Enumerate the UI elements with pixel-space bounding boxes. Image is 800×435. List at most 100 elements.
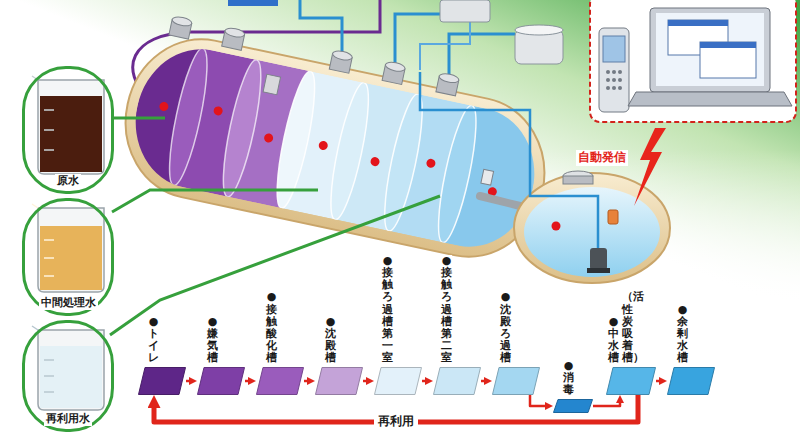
outlet-fitting (481, 169, 494, 185)
chamber-wall (431, 103, 484, 245)
marker-dot (370, 156, 381, 167)
laptop-base (628, 92, 792, 106)
mobile-phone (599, 28, 629, 112)
label-columns: ●沈殿ろ過槽 (492, 291, 511, 364)
phone-key (606, 86, 610, 90)
flow-arrow (422, 380, 427, 383)
step-shape (667, 367, 715, 395)
flow-arrow (530, 395, 547, 406)
parallelogram (607, 368, 656, 395)
window-titlebar (700, 42, 756, 48)
chamber-wall (323, 80, 376, 222)
blower-unit (440, 0, 490, 22)
marker-dot (426, 158, 437, 169)
parallelogram (554, 400, 593, 413)
parallelogram (668, 368, 715, 395)
chamber-wall (377, 92, 430, 234)
step-label: ●余剰水槽 (677, 304, 688, 364)
sample-label: 原水 (55, 174, 81, 188)
phone-screen (603, 36, 625, 62)
parallelogram (493, 368, 540, 395)
beaker-ticks (32, 326, 54, 392)
step-label: ●消毒 (563, 360, 574, 396)
window-titlebar (668, 20, 728, 26)
step-shape (492, 367, 540, 395)
sample-leader (114, 117, 165, 120)
step-label: ●接触ろ過槽第一室 (382, 255, 393, 364)
sample-frame: 原水 (22, 66, 114, 194)
beaker-glass (38, 208, 104, 292)
beaker-glass (38, 80, 104, 174)
label-columns: ●トイレ (138, 316, 159, 364)
phone-key (612, 86, 616, 90)
step-shape (256, 367, 304, 395)
edge-label: 再利用 (374, 414, 418, 430)
pump-base (587, 268, 610, 273)
marker-dot (263, 133, 274, 144)
backdrop-fade (0, 0, 800, 300)
manhole-top (438, 72, 459, 84)
marker-dot (159, 101, 170, 112)
sample-label: 再利用水 (44, 412, 92, 426)
marker-dot (552, 222, 561, 231)
pump-pipe (420, 72, 598, 248)
beaker-glass (38, 330, 104, 410)
marker-dot (318, 140, 329, 151)
manhole-top (385, 61, 406, 73)
process-step: ●沈殿槽 (315, 316, 363, 395)
laptop-lid (650, 8, 770, 92)
step-shape (315, 367, 363, 395)
manhole-cap (563, 176, 593, 184)
phone-key (618, 78, 622, 82)
process-step: ●沈殿ろ過槽 (492, 291, 540, 395)
step-shape (197, 367, 245, 395)
manhole-top (332, 50, 353, 62)
marker-dot (213, 106, 224, 117)
step-label: ●沈殿ろ過槽 (500, 291, 511, 364)
sample-frame: 再利用水 (22, 320, 114, 432)
step-label: ●中水槽 (608, 316, 619, 364)
blue-pipe (395, 14, 440, 67)
step-label: ●接触酸化槽 (266, 291, 277, 364)
flow-arrow (656, 380, 661, 383)
signal-label: 自動発信 (576, 150, 628, 166)
chamber-wall (162, 46, 215, 188)
blue-pipe (300, 0, 342, 56)
label-columns: ●余剰水槽 (667, 304, 688, 364)
parallelogram (316, 368, 363, 395)
step-shape (138, 367, 186, 395)
tank-chambers (123, 38, 547, 259)
process-step: ●トイレ (138, 316, 186, 395)
flow-arrow (481, 380, 486, 383)
raw-water (40, 96, 102, 172)
parallelogram (139, 368, 186, 395)
transfer-pipe (480, 196, 520, 206)
step-shape (606, 367, 656, 395)
flow-arrow (186, 380, 191, 383)
phone-key (612, 78, 616, 82)
step-label: ●接触ろ過槽第二室 (441, 255, 452, 364)
process-step: ●消毒 (553, 360, 593, 413)
parallelogram (434, 368, 481, 395)
phone-key (612, 70, 616, 74)
manhole-top (171, 15, 192, 27)
sample-label: 中間処理水 (39, 296, 98, 310)
parallelogram (198, 368, 245, 395)
label-columns: ●消毒 (553, 360, 574, 396)
label-columns: ●中水槽（活性炭吸着槽） (606, 291, 633, 364)
screen-window (700, 42, 756, 78)
flow-arrow (304, 380, 309, 383)
phone-key (618, 70, 622, 74)
process-step: ●接触酸化槽 (256, 291, 304, 395)
step-shape (553, 399, 593, 413)
flow-arrow (593, 401, 620, 406)
blower-top (515, 25, 563, 35)
parallelogram (257, 368, 304, 395)
round-tank-water (524, 187, 660, 277)
label-columns: ●接触ろ過槽第一室 (374, 255, 393, 364)
blue-pipe (420, 22, 470, 70)
step-label: ●トイレ (148, 316, 159, 364)
sample-leader (112, 190, 318, 212)
